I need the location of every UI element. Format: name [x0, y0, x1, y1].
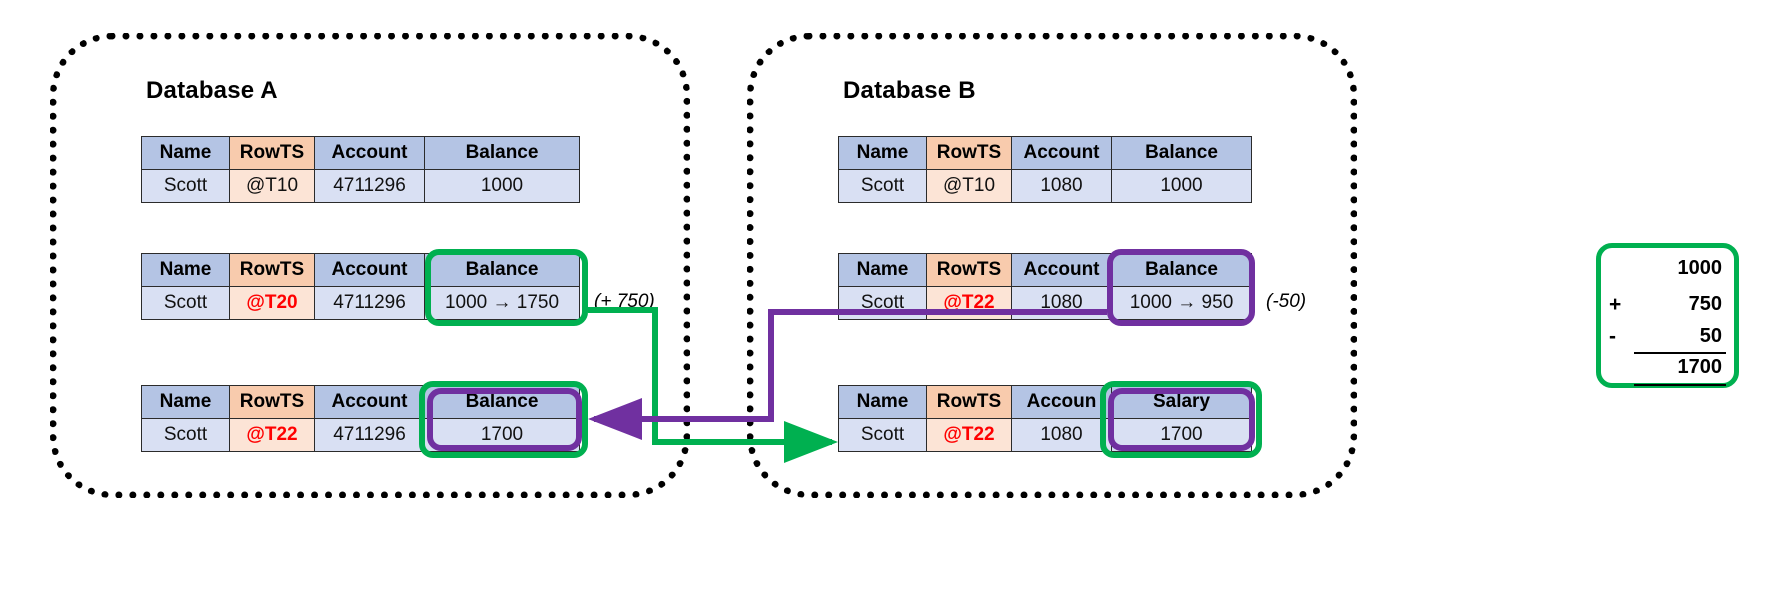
cell-account: 4711296	[314, 286, 425, 320]
header-rowts: RowTS	[229, 253, 315, 287]
sum-total: 1700	[1677, 356, 1723, 378]
sum-operator-1: +	[1609, 293, 1622, 316]
cell-balance: 1000	[424, 169, 580, 203]
database-b-title: Database B	[843, 77, 976, 104]
header-account: Account	[314, 253, 425, 287]
table-row: Scott @T20 4711296 1000 → 1750	[141, 286, 580, 320]
table-b1: Name RowTS Account Balance Scott @T10 10…	[838, 136, 1252, 203]
sum-value-2: 50	[1699, 325, 1722, 347]
cell-name: Scott	[141, 169, 230, 203]
database-a-container	[50, 33, 690, 498]
table-header-row: Name RowTS Account Balance	[838, 253, 1252, 287]
cell-balance: 1000 → 950	[1111, 286, 1252, 320]
sum-value-1: 750	[1688, 293, 1722, 315]
cell-account: 1080	[1011, 418, 1112, 452]
sum-value-0: 1000	[1677, 257, 1723, 279]
header-account: Account	[1011, 136, 1112, 170]
cell-account: 1080	[1011, 169, 1112, 203]
arrow-green-a2-to-b3	[588, 307, 838, 463]
header-name: Name	[141, 253, 230, 287]
cell-balance: 1000	[1111, 169, 1252, 203]
cell-balance: 1000 → 1750	[424, 286, 580, 320]
sum-underline	[1634, 384, 1726, 386]
database-b-container	[747, 33, 1357, 498]
header-account: Account	[1011, 253, 1112, 287]
table-a3: Name RowTS Account Balance Scott @T22 47…	[141, 385, 580, 452]
sum-operator-2: -	[1609, 325, 1616, 348]
header-balance: Balance	[1111, 253, 1252, 287]
table-row: Scott @T10 4711296 1000	[141, 169, 580, 203]
cell-name: Scott	[141, 418, 230, 452]
table-a1: Name RowTS Account Balance Scott @T10 47…	[141, 136, 580, 203]
annotation-a2: (+ 750)	[594, 291, 655, 312]
table-header-row: Name RowTS Account Balance	[141, 253, 580, 287]
cell-account: 4711296	[314, 418, 425, 452]
table-row: Scott @T22 1080 1700	[838, 418, 1252, 452]
header-name: Name	[838, 253, 927, 287]
cell-name: Scott	[838, 169, 927, 203]
table-header-row: Name RowTS Account Balance	[838, 136, 1252, 170]
header-balance: Balance	[1111, 136, 1252, 170]
arrow-purple-b2-to-a3	[588, 309, 1107, 440]
table-header-row: Name RowTS Account Balance	[141, 136, 580, 170]
cell-rowts: @T10	[926, 169, 1012, 203]
table-a2: Name RowTS Account Balance Scott @T20 47…	[141, 253, 580, 320]
table-b2: Name RowTS Account Balance Scott @T22 10…	[838, 253, 1252, 320]
cell-rowts: @T20	[229, 286, 315, 320]
header-rowts: RowTS	[926, 385, 1012, 419]
sum-divider	[1634, 352, 1726, 354]
header-balance: Balance	[424, 253, 580, 287]
header-name: Name	[141, 136, 230, 170]
header-rowts: RowTS	[926, 253, 1012, 287]
database-a-title: Database A	[146, 77, 278, 104]
cell-rowts: @T22	[926, 418, 1012, 452]
table-row: Scott @T22 4711296 1700	[141, 418, 580, 452]
annotation-b2: (-50)	[1266, 291, 1307, 312]
header-rowts: RowTS	[926, 136, 1012, 170]
header-balance: Balance	[424, 136, 580, 170]
table-row: Scott @T10 1080 1000	[838, 169, 1252, 203]
cell-name: Scott	[141, 286, 230, 320]
cell-name: Scott	[838, 418, 927, 452]
cell-account: 4711296	[314, 169, 425, 203]
